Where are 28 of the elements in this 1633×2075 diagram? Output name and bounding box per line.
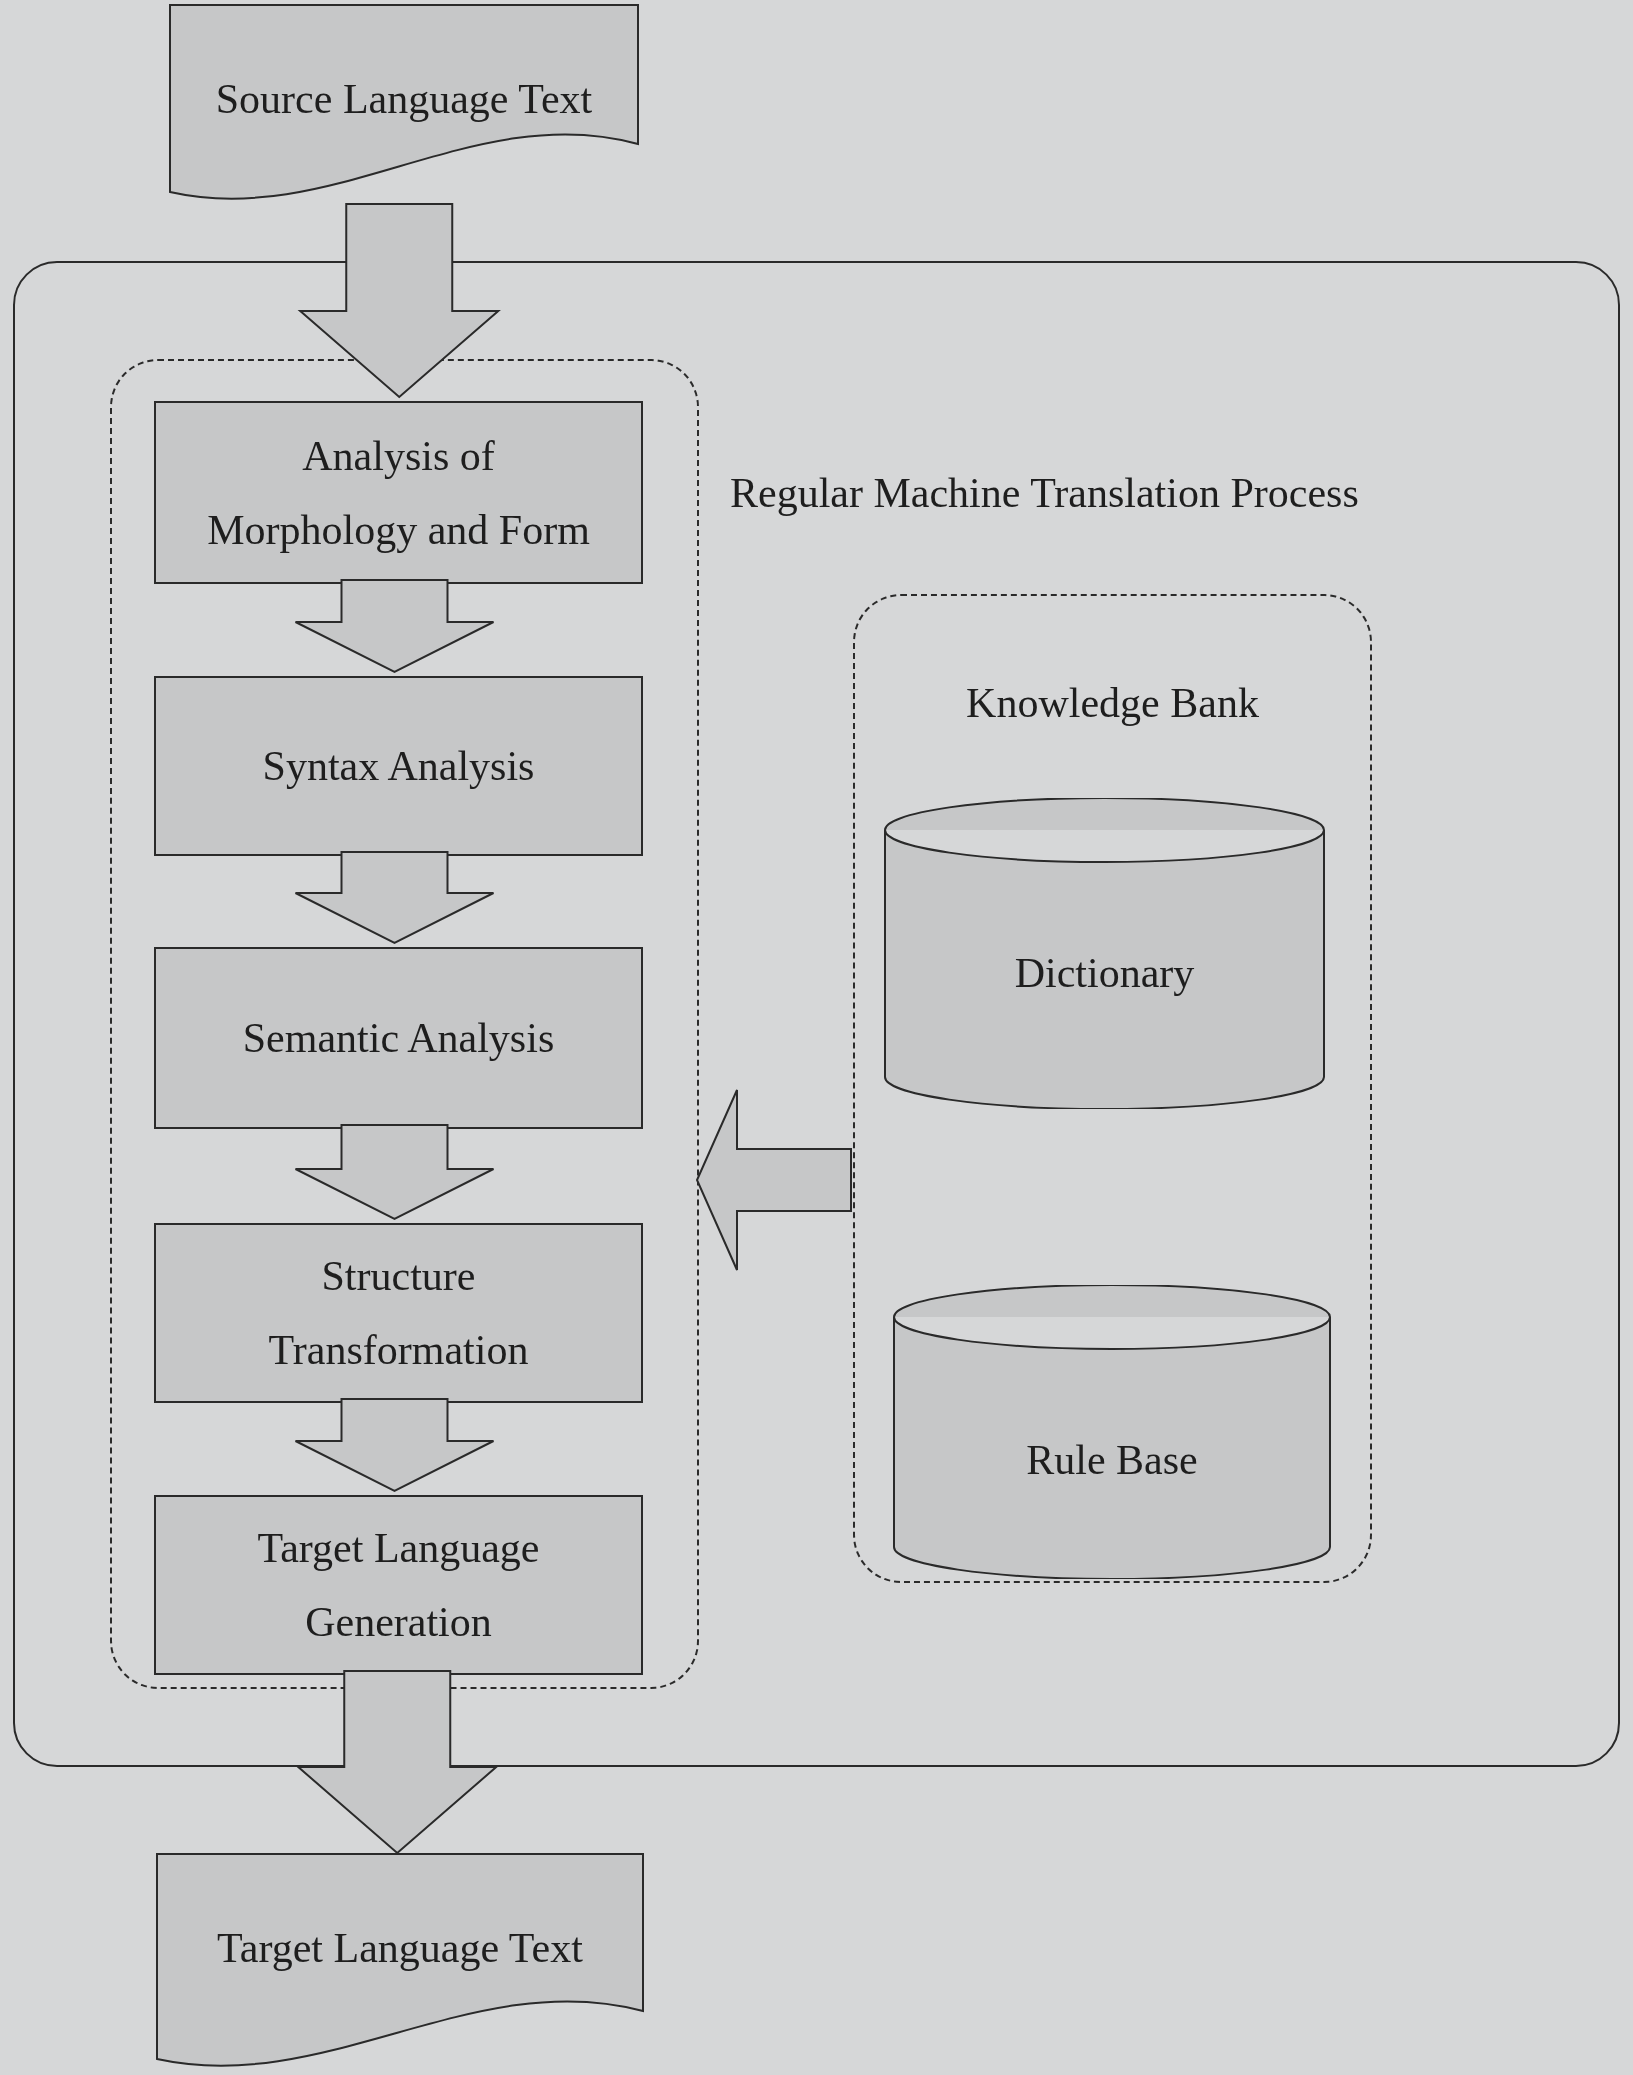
process-box: [154, 947, 643, 1129]
node-label: Analysis of Morphology and Form: [206, 431, 591, 555]
block-arrow: [294, 1124, 495, 1221]
block-arrow: [295, 1670, 499, 1855]
container-box: [13, 261, 1620, 1767]
block-arrow: [294, 851, 495, 945]
dashed-group: [110, 359, 699, 1689]
database-cylinder: [884, 798, 1325, 1109]
node-label: Target Language Text: [217, 1924, 583, 1973]
block-arrow: [297, 203, 501, 399]
block-arrow: [294, 1398, 495, 1493]
process-box: [154, 1223, 643, 1403]
node-label: Syntax Analysis: [262, 742, 535, 791]
node-label: Source Language Text: [215, 75, 593, 124]
database-cylinder: [893, 1285, 1331, 1579]
node-label: Regular Machine Translation Process: [730, 470, 1359, 516]
block-arrow: [695, 1089, 852, 1271]
block-arrow: [294, 579, 495, 674]
process-box: [154, 1495, 643, 1675]
process-box: [154, 676, 643, 856]
dashed-group: [853, 594, 1372, 1583]
process-box: [154, 401, 643, 584]
node-label: Semantic Analysis: [242, 1014, 555, 1063]
node-label: Structure Transformation: [267, 1252, 530, 1375]
node-label: Dictionary: [1014, 949, 1195, 998]
node-label: Target Language Generation: [256, 1524, 541, 1647]
node-label: Rule Base: [1026, 1436, 1198, 1485]
node-label: Knowledge Bank: [966, 679, 1259, 728]
